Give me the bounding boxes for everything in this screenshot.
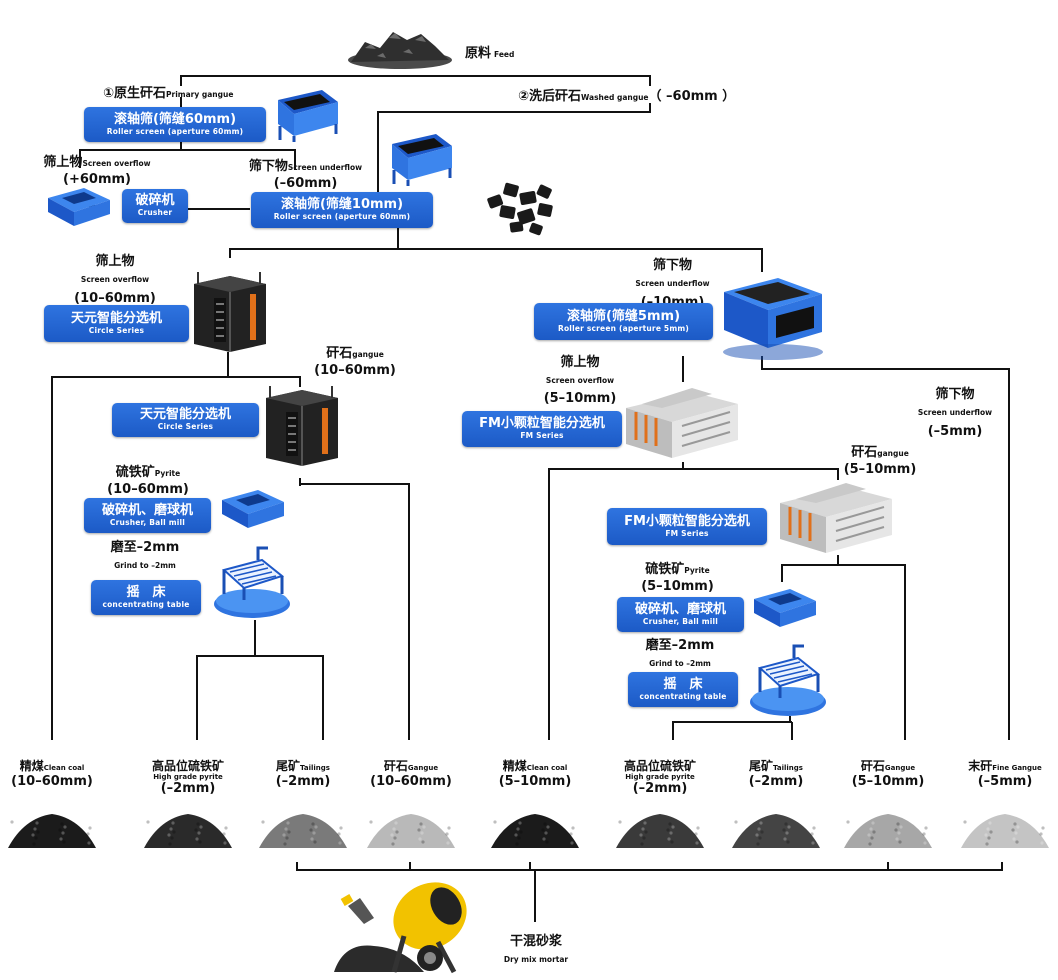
product-size: (–5mm) [977,773,1033,789]
product-pile-icon [844,814,932,848]
product-name: 尾矿 [276,759,301,773]
product-9: 末矸Fine Gangue(–5mm) [937,757,1058,789]
crusher-icon [222,490,284,528]
product-pile-icon [8,814,96,848]
product-name-en: Gangue [407,764,439,772]
product-name-en: Tailings [773,764,803,772]
roller-screen-5mm-box: 滚轴筛(筛缝5mm)Roller screen (aperture 5mm) [534,303,713,340]
roller-screen-icon [392,134,452,186]
product-pile-icon [367,814,455,848]
product-name: 精煤 [502,759,527,773]
product-7: 尾矿Tailings(–2mm) [708,757,844,789]
product-1: 精煤Clean coal(10–60mm) [0,757,120,789]
product-size: (5–10mm) [498,773,572,789]
product-pile-icon [732,814,820,848]
screen-underflow-1-label: 筛下物Screen underflow (–60mm) [248,159,363,191]
product-name: 精煤 [19,759,44,773]
product-name-en: Tailings [300,764,330,772]
product-name: 末矸 [968,759,993,773]
product-pile-icon [144,814,232,848]
product-pile-icon [259,814,347,848]
fm-series-sorter-icon [626,388,738,458]
gangue-2-label: 矸石gangue (5–10mm) [843,445,917,477]
product-subtitle: High grade pyrite [625,772,695,781]
screen-overflow-2-label: 筛上物 Screen overflow (10–60mm) [74,254,156,306]
product-pile-icon [616,814,704,848]
crusher-icon [48,188,110,226]
product-name-en: Clean coal [526,764,568,772]
feed-ore-pile-icon [348,32,452,69]
roller-screen-10mm-box: 滚轴筛(筛缝10mm)Roller screen (aperture 60mm) [251,192,433,228]
product-size: (10–60mm) [370,773,452,789]
product-name-en: Clean coal [43,764,85,772]
product-name: 尾矿 [749,759,774,773]
product-name: 矸石 [860,759,885,773]
product-size: (5–10mm) [851,773,925,789]
coal-lumps-icon [487,182,553,236]
product-name: 高品位硫铁矿 [623,759,696,773]
screen-underflow-3-label: 筛下物 Screen underflow (–5mm) [917,387,993,439]
circle-series-sorter-icon [194,272,266,352]
product-3: 尾矿Tailings(–2mm) [235,757,371,789]
product-name: 矸石 [383,759,408,773]
product-size: (–2mm) [275,773,331,789]
washed-gangue-label: ②洗后矸石Washed gangue（ –60mm ） [518,89,736,104]
product-8: 矸石Gangue(5–10mm) [820,757,956,789]
roller-screen-5mm-icon [723,278,823,360]
product-4: 矸石Gangue(10–60mm) [343,757,479,789]
cement-mixer-icon [334,882,467,974]
pyrite-1-label: 硫铁矿Pyrite (10–60mm) [107,465,189,497]
circle-series-sorter-icon [266,386,338,466]
screen-overflow-3-label: 筛上物 Screen overflow (5–10mm) [543,355,617,406]
product-name: 高品位硫铁矿 [151,759,224,773]
product-name-en: Fine Gangue [992,764,1042,772]
product-pile-icon [491,814,579,848]
roller-screen-icon [278,90,338,142]
concentrating-table-icon [750,644,826,716]
roller-screen-60mm-box: 滚轴筛(筛缝60mm)Roller screen (aperture 60mm) [84,107,266,142]
product-5: 精煤Clean coal(5–10mm) [467,757,603,789]
concentrating-table-icon [214,546,290,618]
crusher-icon [754,589,816,627]
pyrite-2-label: 硫铁矿Pyrite (5–10mm) [641,562,714,594]
product-size: (–2mm) [748,773,804,789]
primary-gangue-label: ①原生矸石Primary gangue [103,86,234,101]
product-subtitle: High grade pyrite [153,772,223,781]
product-size: (–2mm) [632,781,688,797]
product-name-en: Gangue [884,764,916,772]
screen-overflow-1-label: 筛上物Screen overflow (+60mm) [43,155,151,187]
product-size: (–2mm) [160,781,216,797]
fm-series-sorter-icon [780,483,892,553]
product-pile-icon [961,814,1049,848]
gangue-1-label: 矸石gangue (10–60mm) [314,346,396,378]
product-size: (10–60mm) [11,773,93,789]
